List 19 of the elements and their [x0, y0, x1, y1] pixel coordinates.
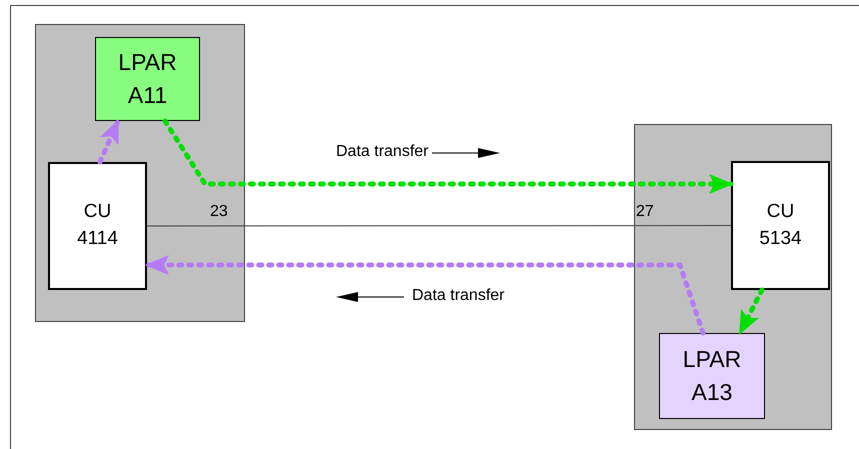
node-label: CU 5134: [758, 200, 803, 250]
dashed-arrow: [144, 255, 706, 336]
text-label: 27: [636, 202, 654, 222]
text-label: Data transfer: [336, 142, 428, 162]
node-label: CU 4114: [76, 200, 119, 251]
control-unit-box: [48, 162, 147, 290]
dashed-arrow: [737, 288, 764, 336]
text-label: 23: [210, 202, 228, 222]
control-unit-box: [731, 161, 830, 290]
system-panel: [634, 124, 832, 430]
system-panel: [35, 24, 245, 322]
lpar-box: [95, 37, 200, 121]
dashed-arrow: [162, 118, 734, 194]
text-label: Data transfer: [412, 286, 504, 306]
dashed-arrow: [97, 118, 121, 164]
lpar-box: [659, 333, 765, 419]
node-label: LPAR A11: [117, 48, 178, 110]
node-label: LPAR A13: [682, 344, 742, 407]
connection-line: [146, 225, 732, 226]
